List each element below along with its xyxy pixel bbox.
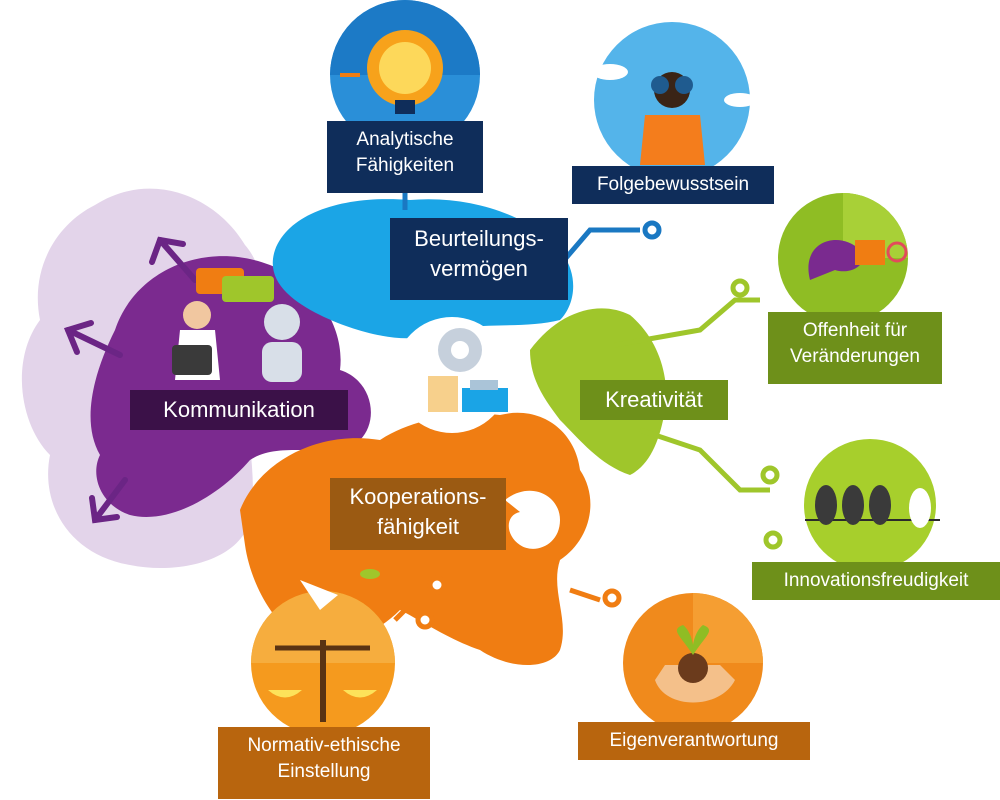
label-line1: Kooperations-: [349, 484, 487, 509]
label-offenheit-fuer-veraenderungen: Offenheit für Veränderungen: [768, 312, 942, 384]
label-line2: Veränderungen: [790, 345, 920, 367]
purple-blob: [90, 256, 371, 517]
label-text: Kommunikation: [163, 397, 315, 422]
label-text: Eigenverantwortung: [609, 730, 779, 751]
label-text: Kreativität: [605, 387, 703, 412]
orange-blob-curl: [505, 490, 560, 549]
label-line2: Einstellung: [277, 760, 371, 782]
label-line1: Normativ-ethische: [247, 735, 401, 756]
label-line2: Fähigkeiten: [355, 154, 455, 176]
label-eigenverantwortung: Eigenverantwortung: [578, 722, 810, 760]
label-kooperationsfaehigkeit: Kooperations- fähigkeit: [330, 478, 506, 550]
hands-seedling-icon: [623, 593, 763, 733]
arrow-icons: [63, 236, 198, 524]
label-text: Folgebewusstsein: [596, 174, 750, 195]
label-kreativitaet: Kreativität: [580, 380, 728, 420]
label-normativ-ethische-einstellung: Normativ-ethische Einstellung: [218, 727, 430, 799]
birds-on-wire-icon: [804, 439, 940, 571]
label-beurteilungsvermoegen: Beurteilungs- vermögen: [390, 218, 568, 300]
person-and-robot-icon: [172, 268, 302, 382]
chameleon-icon: [778, 193, 908, 323]
label-analytische-faehigkeiten: Analytische Fähigkeiten: [327, 121, 483, 193]
label-innovationsfreudigkeit: Innovationsfreudigkeit: [752, 562, 1000, 600]
label-line2: fähigkeit: [377, 513, 459, 539]
label-folgebewusstsein: Folgebewusstsein: [572, 166, 774, 204]
brain-lightbulb-icon: [330, 0, 480, 150]
label-line2: vermögen: [430, 255, 528, 281]
tools-gear-icon: [428, 328, 508, 412]
label-line1: Offenheit für: [802, 320, 908, 341]
label-line1: Analytische: [356, 129, 454, 150]
scales-dove-icon: [251, 569, 395, 735]
binoculars-person-icon: [592, 22, 756, 178]
label-line1: Beurteilungs-: [414, 226, 544, 251]
label-kommunikation: Kommunikation: [130, 390, 348, 430]
label-text: Innovationsfreudigkeit: [783, 570, 969, 591]
